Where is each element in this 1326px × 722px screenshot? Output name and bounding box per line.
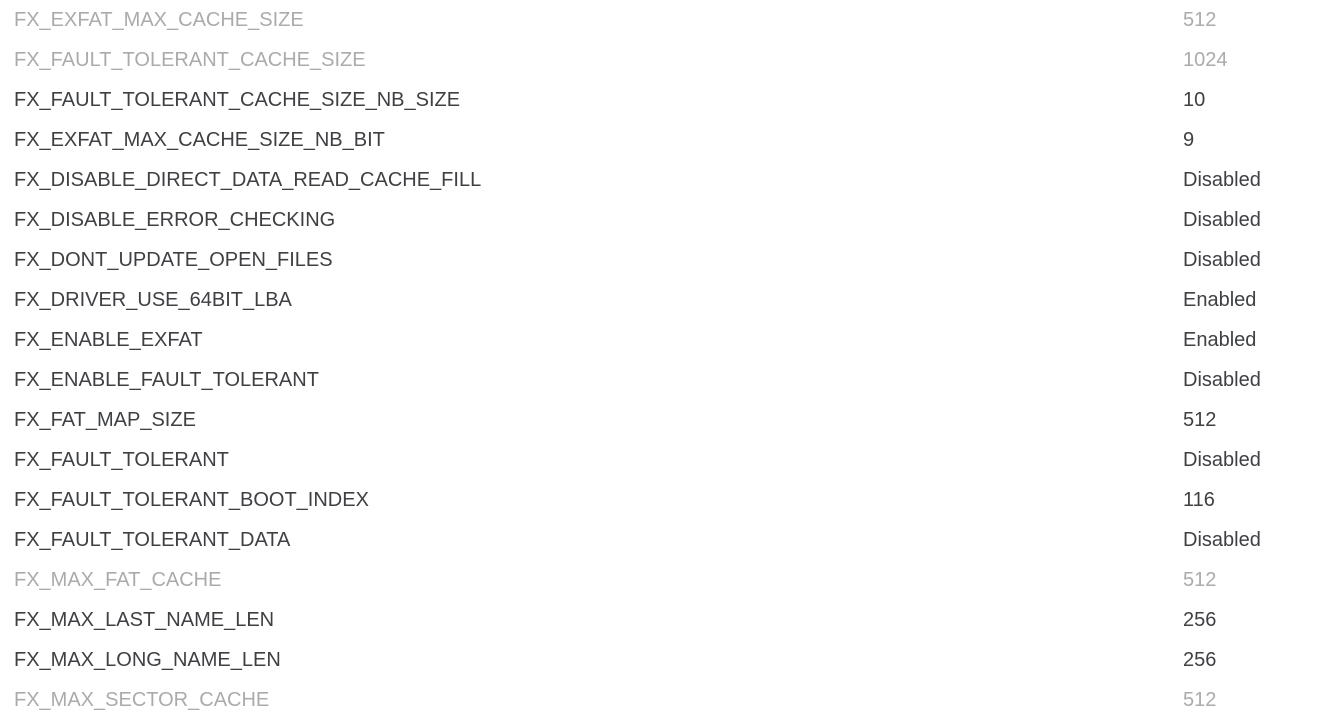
parameter-name-label: FX_DONT_UPDATE_OPEN_FILES	[14, 249, 333, 271]
parameter-name-label: FX_MAX_SECTOR_CACHE	[14, 689, 270, 711]
parameter-name-label: FX_MAX_FAT_CACHE	[14, 569, 222, 591]
parameter-row[interactable]: FX_FAULT_TOLERANT_CACHE_SIZE 1024	[0, 40, 1326, 80]
parameter-row[interactable]: FX_DISABLE_ERROR_CHECKING Disabled	[0, 200, 1326, 240]
parameter-row[interactable]: FX_ENABLE_EXFAT Enabled	[0, 320, 1326, 360]
parameter-name-label: FX_FAULT_TOLERANT_CACHE_SIZE_NB_SIZE	[14, 89, 461, 111]
parameter-row[interactable]: FX_EXFAT_MAX_CACHE_SIZE_NB_BIT 9	[0, 120, 1326, 160]
parameter-value-cell[interactable]: Disabled	[1183, 529, 1261, 551]
parameter-value-cell[interactable]: Enabled	[1183, 289, 1257, 311]
parameter-row[interactable]: FX_EXFAT_MAX_CACHE_SIZE 512	[0, 0, 1326, 40]
parameter-value-cell[interactable]: 256	[1183, 649, 1217, 671]
parameter-row[interactable]: FX_DRIVER_USE_64BIT_LBA Enabled	[0, 280, 1326, 320]
parameter-value-cell[interactable]: 512	[1183, 569, 1217, 591]
parameter-row[interactable]: FX_FAULT_TOLERANT Disabled	[0, 440, 1326, 480]
parameter-value-cell[interactable]: 10	[1183, 89, 1206, 111]
parameter-row[interactable]: FX_FAULT_TOLERANT_BOOT_INDEX 116	[0, 480, 1326, 520]
parameter-value-cell[interactable]: Disabled	[1183, 369, 1261, 391]
parameter-name-label: FX_FAULT_TOLERANT_DATA	[14, 529, 291, 551]
parameter-name-label: FX_EXFAT_MAX_CACHE_SIZE_NB_BIT	[14, 129, 385, 151]
parameter-name-label: FX_ENABLE_FAULT_TOLERANT	[14, 369, 319, 391]
parameter-name-label: FX_ENABLE_EXFAT	[14, 329, 203, 351]
parameter-name-label: FX_EXFAT_MAX_CACHE_SIZE	[14, 9, 304, 31]
parameter-row[interactable]: FX_MAX_LAST_NAME_LEN 256	[0, 600, 1326, 640]
parameter-name-label: FX_DISABLE_DIRECT_DATA_READ_CACHE_FILL	[14, 169, 482, 191]
parameter-value-cell[interactable]: 9	[1183, 129, 1195, 151]
parameter-value-cell[interactable]: 512	[1183, 689, 1217, 711]
parameter-name-label: FX_MAX_LONG_NAME_LEN	[14, 649, 281, 671]
parameter-name-label: FX_DISABLE_ERROR_CHECKING	[14, 209, 336, 231]
parameter-row[interactable]: FX_MAX_LONG_NAME_LEN 256	[0, 640, 1326, 680]
parameter-row[interactable]: FX_FAULT_TOLERANT_DATA Disabled	[0, 520, 1326, 560]
parameter-row[interactable]: FX_FAT_MAP_SIZE 512	[0, 400, 1326, 440]
parameter-value-cell[interactable]: 116	[1183, 489, 1215, 511]
parameter-name-label: FX_FAULT_TOLERANT	[14, 449, 229, 471]
parameter-row[interactable]: FX_MAX_SECTOR_CACHE 512	[0, 680, 1326, 720]
parameter-name-label: FX_DRIVER_USE_64BIT_LBA	[14, 289, 292, 311]
parameter-name-label: FX_MAX_LAST_NAME_LEN	[14, 609, 275, 631]
parameter-name-label: FX_FAULT_TOLERANT_CACHE_SIZE	[14, 49, 366, 71]
parameter-row[interactable]: FX_ENABLE_FAULT_TOLERANT Disabled	[0, 360, 1326, 400]
parameter-value-cell[interactable]: Disabled	[1183, 449, 1261, 471]
parameter-value-cell[interactable]: 512	[1183, 9, 1217, 31]
parameter-name-label: FX_FAT_MAP_SIZE	[14, 409, 196, 431]
parameter-value-cell[interactable]: Disabled	[1183, 169, 1261, 191]
parameter-value-cell[interactable]: 1024	[1183, 49, 1228, 71]
parameter-row[interactable]: FX_DISABLE_DIRECT_DATA_READ_CACHE_FILL D…	[0, 160, 1326, 200]
parameter-row[interactable]: FX_MAX_FAT_CACHE 512	[0, 560, 1326, 600]
parameter-name-label: FX_FAULT_TOLERANT_BOOT_INDEX	[14, 489, 369, 511]
parameter-value-cell[interactable]: 512	[1183, 409, 1217, 431]
parameter-value-cell[interactable]: Disabled	[1183, 209, 1261, 231]
parameter-row[interactable]: FX_FAULT_TOLERANT_CACHE_SIZE_NB_SIZE 10	[0, 80, 1326, 120]
parameter-row[interactable]: FX_DONT_UPDATE_OPEN_FILES Disabled	[0, 240, 1326, 280]
parameter-value-cell[interactable]: 256	[1183, 609, 1217, 631]
parameter-value-cell[interactable]: Disabled	[1183, 249, 1261, 271]
parameter-value-cell[interactable]: Enabled	[1183, 329, 1257, 351]
